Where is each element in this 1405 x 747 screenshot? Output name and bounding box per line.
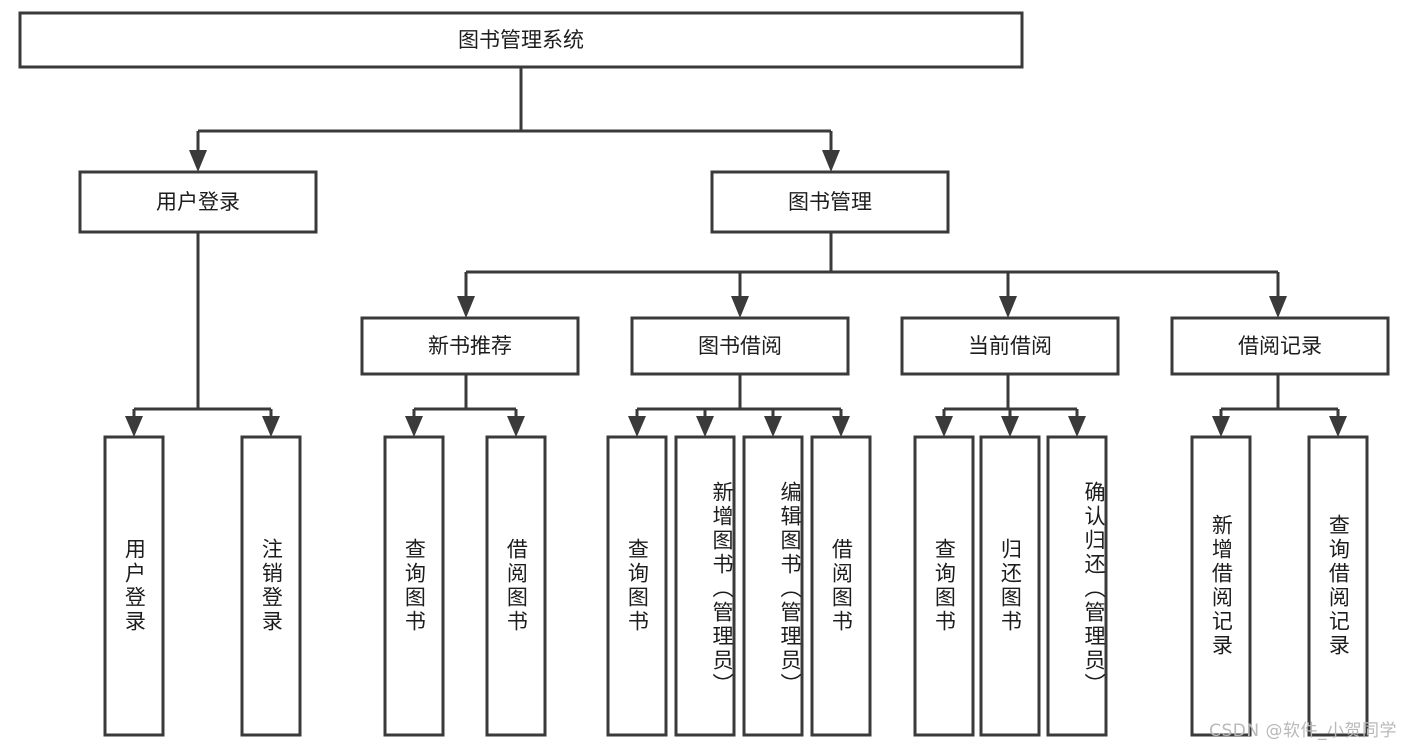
node-book-manage[interactable]: 图书管理 [710,170,950,234]
node-user-login[interactable]: 用户登录 [78,170,318,234]
node-borrow-record-label: 借阅记录 [1238,334,1322,358]
node-leaf-edit-book[interactable] [742,435,804,737]
csdn-watermark: CSDN @软件_小贺同学 [1209,721,1397,741]
node-book-manage-label: 图书管理 [788,190,872,214]
node-leaf-query-record[interactable] [1307,435,1369,737]
connector-bookmanage-to-level3 [457,232,1287,318]
node-leaf-query-book-1[interactable] [383,435,445,737]
node-book-borrow-label: 图书借阅 [698,334,782,358]
node-leaf-borrow-book-2[interactable] [810,435,872,737]
node-leaf-add-book[interactable] [674,435,736,737]
node-leaf-confirm-return[interactable] [1046,435,1108,737]
node-borrow-record[interactable]: 借阅记录 [1170,316,1390,376]
node-leaf-logout-login[interactable] [240,435,302,737]
node-new-book-recommend-label: 新书推荐 [428,334,512,358]
node-leaf-user-login[interactable] [103,435,165,737]
connector-root-to-level2 [189,67,840,172]
connector-bookborrow-to-leaves [628,374,850,437]
node-root[interactable]: 图书管理系统 [18,11,1024,69]
node-book-borrow[interactable]: 图书借阅 [630,316,850,376]
node-leaf-return-book[interactable] [979,435,1041,737]
connector-userlogin-to-leaves [125,232,280,437]
node-leaf-query-book-2[interactable] [606,435,668,737]
connector-borrowrecord-to-leaves [1212,374,1347,437]
connector-newbook-to-leaves [405,374,525,437]
node-current-borrow-label: 当前借阅 [968,334,1052,358]
node-leaf-borrow-book-1[interactable] [485,435,547,737]
node-current-borrow[interactable]: 当前借阅 [900,316,1120,376]
connector-currentborrow-to-leaves [935,374,1086,437]
node-user-login-label: 用户登录 [156,190,240,214]
node-leaf-query-book-3[interactable] [913,435,975,737]
node-root-label: 图书管理系统 [458,28,584,52]
node-new-book-recommend[interactable]: 新书推荐 [360,316,580,376]
node-leaf-add-record[interactable] [1190,435,1252,737]
